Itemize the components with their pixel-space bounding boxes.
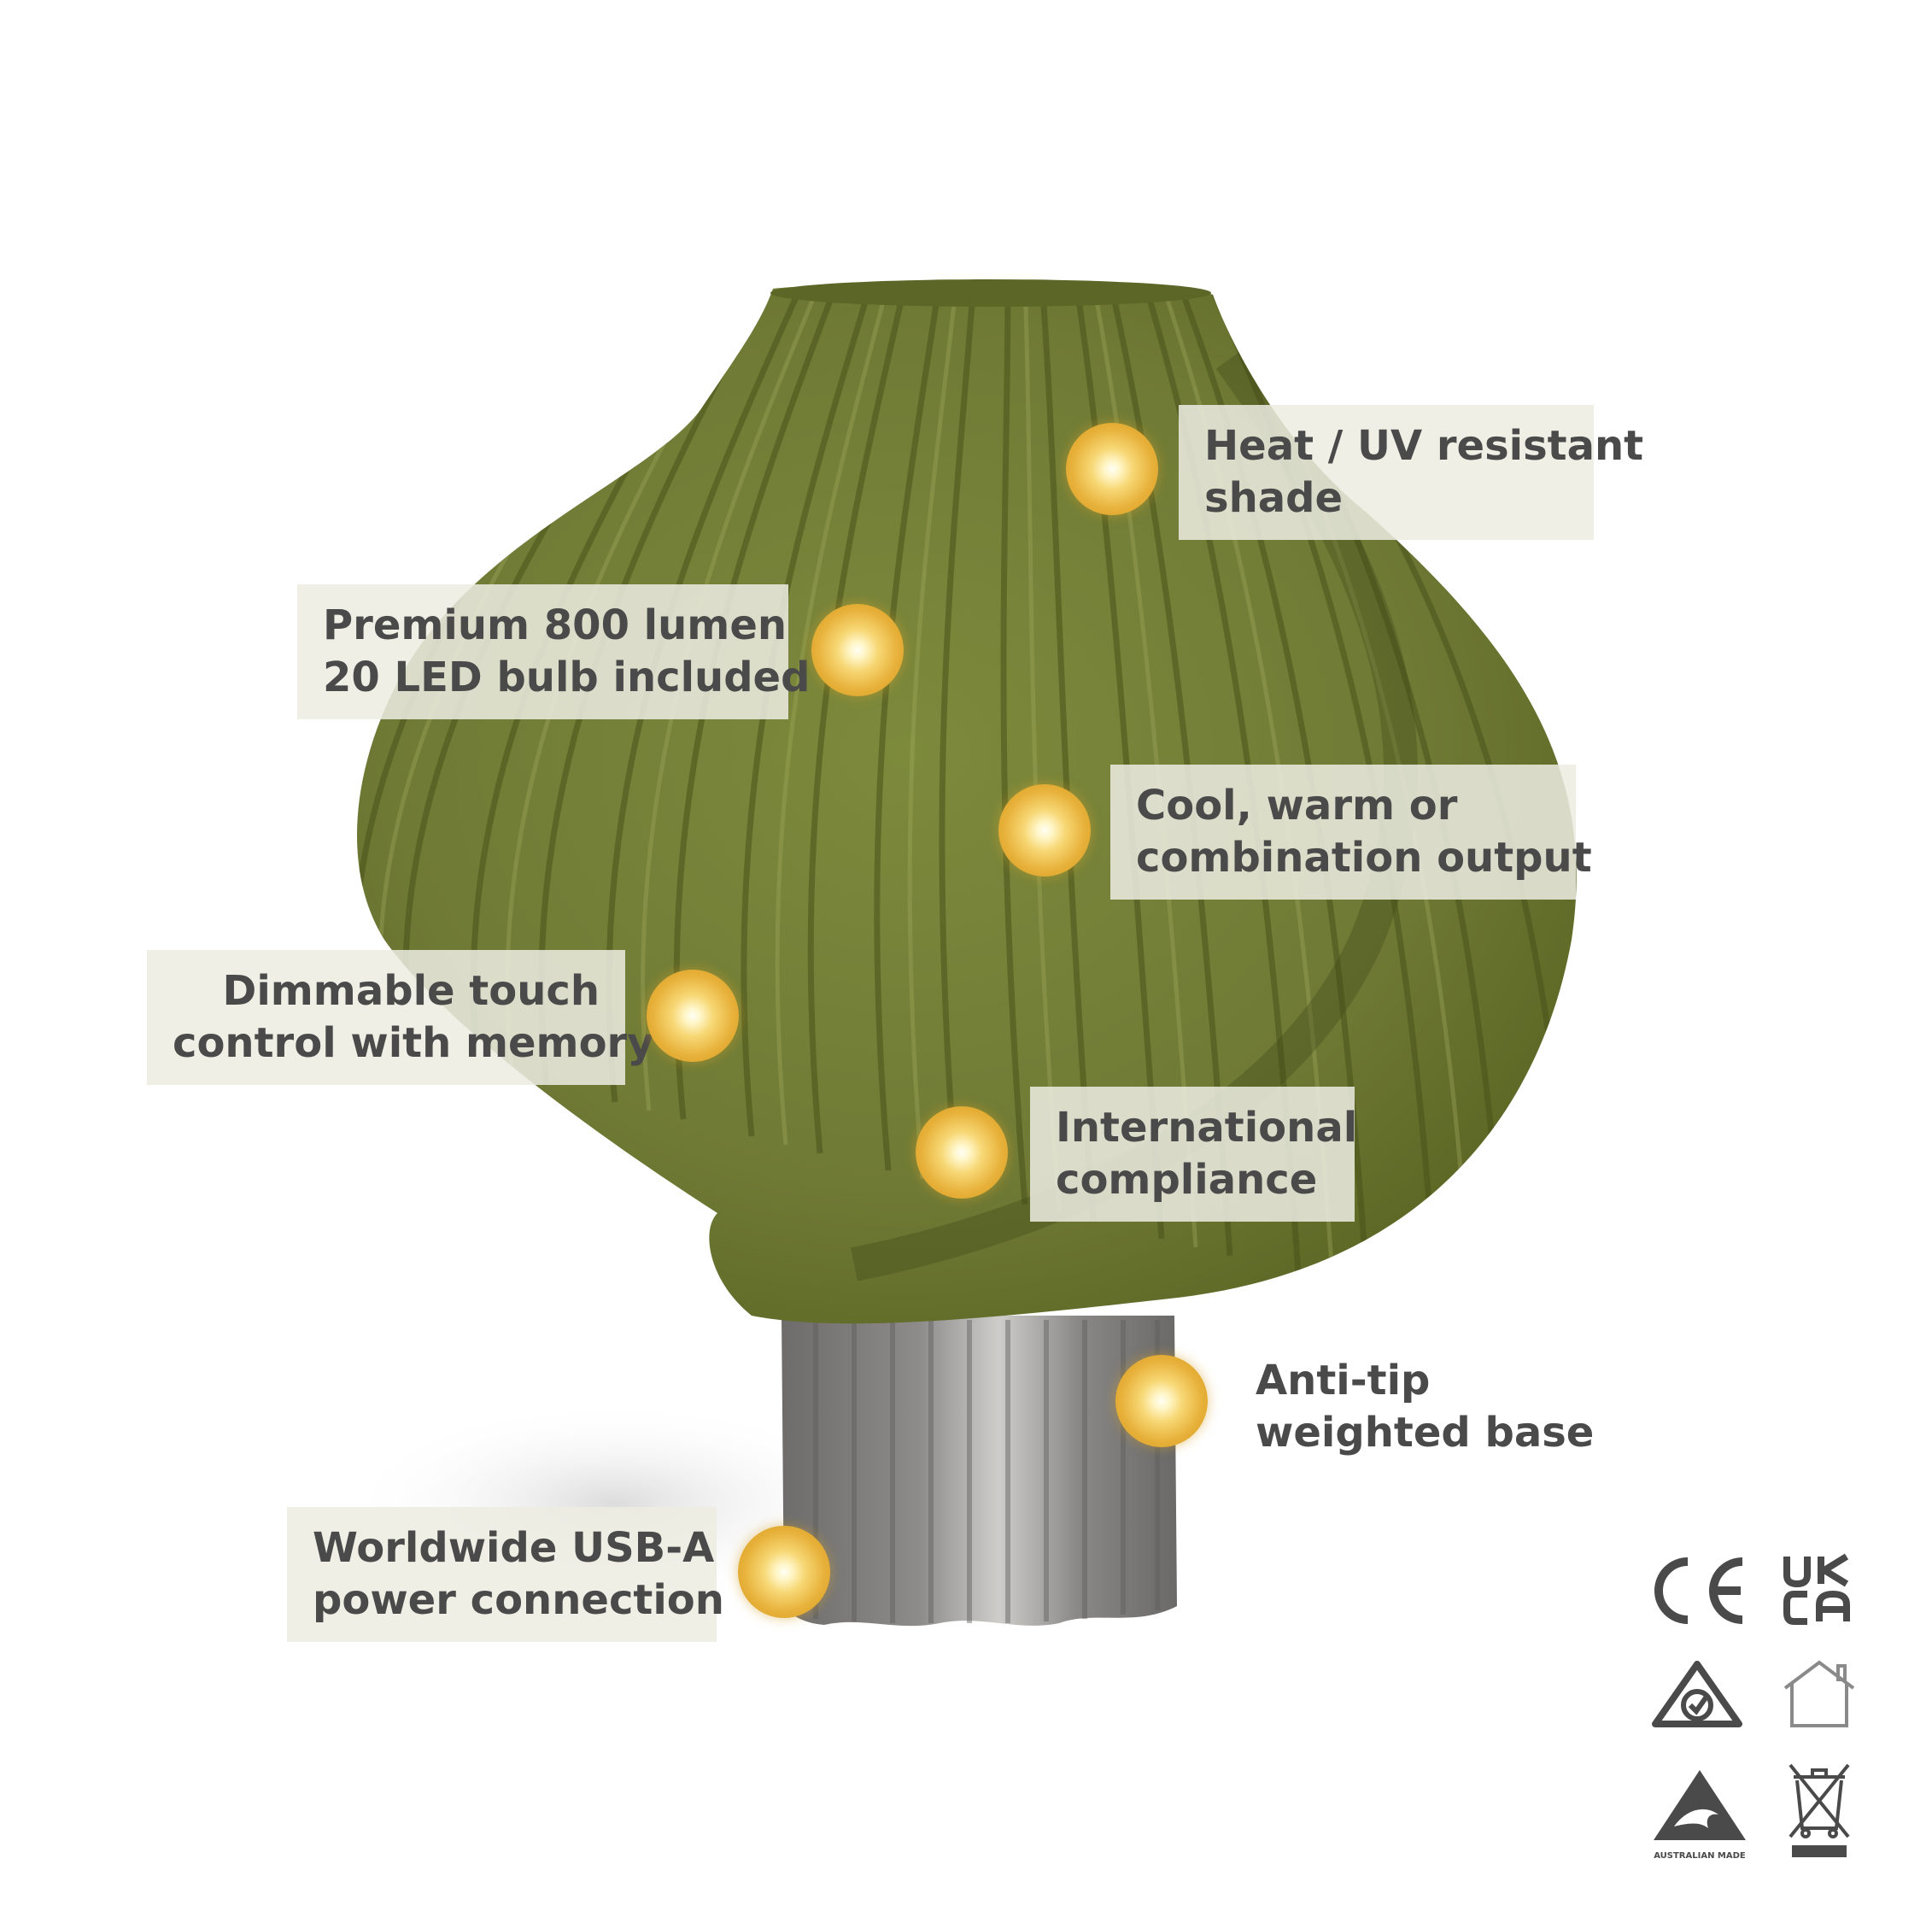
highlight-dot-dimmable (647, 970, 739, 1062)
shade-opening (770, 279, 1211, 307)
feature-output-line-2: combination output (1136, 834, 1592, 882)
australian-made-icon: AUSTRALIAN MADE (1648, 1767, 1751, 1861)
feature-label-usb: Worldwide USB-A power connection (287, 1507, 724, 1642)
highlight-dot-usb (738, 1526, 830, 1618)
rcm-mark-icon (1650, 1659, 1744, 1731)
feature-dimmable-line-2: control with memory (173, 1019, 654, 1067)
ce-mark-icon: CE (1654, 1557, 1749, 1625)
feature-label-antitip: Anti-tip weighted base (1230, 1340, 1606, 1475)
highlight-dot-compliance (916, 1106, 1008, 1199)
feature-label-heat: Heat / UV resistant shade (1179, 405, 1644, 540)
feature-heat-line-1: Heat / UV resistant (1204, 422, 1644, 470)
feature-bulb-line-2: 20 LED bulb included (323, 654, 811, 701)
highlight-dot-heat (1066, 423, 1158, 515)
house-icon (1780, 1659, 1859, 1729)
lamp-shade (356, 279, 1577, 1324)
feature-antitip-line-2: weighted base (1256, 1409, 1595, 1457)
feature-compliance-line-2: compliance (1056, 1156, 1318, 1204)
highlight-dot-antitip (1115, 1355, 1208, 1447)
feature-antitip-line-1: Anti-tip (1256, 1357, 1431, 1404)
lamp-base (782, 1316, 1177, 1627)
feature-bulb-line-1: Premium 800 lumen (323, 601, 787, 649)
feature-output-line-1: Cool, warm or (1136, 782, 1458, 830)
feature-label-output: Cool, warm or combination output (1110, 765, 1592, 900)
feature-label-dimmable: Dimmable touch control with memory (147, 950, 654, 1085)
highlight-dot-output (998, 784, 1091, 877)
feature-usb-line-2: power connection (313, 1576, 724, 1624)
ukca-mark-icon (1782, 1553, 1853, 1625)
feature-compliance-line-1: International (1056, 1104, 1358, 1152)
highlight-dot-bulb (811, 604, 904, 696)
feature-dimmable-line-1: Dimmable touch (222, 967, 600, 1015)
feature-label-compliance: International compliance (1030, 1087, 1358, 1222)
weee-bin-icon (1785, 1760, 1853, 1861)
australian-made-text: AUSTRALIAN MADE (1654, 1851, 1746, 1861)
feature-heat-line-2: shade (1204, 474, 1344, 522)
feature-label-bulb: Premium 800 lumen 20 LED bulb included (297, 584, 811, 719)
feature-usb-line-1: Worldwide USB-A (313, 1524, 715, 1572)
